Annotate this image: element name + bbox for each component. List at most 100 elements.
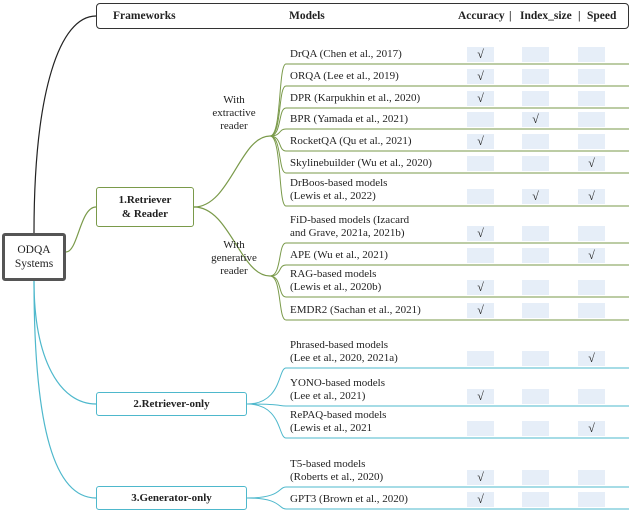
index-size-cell — [522, 303, 549, 318]
accuracy-cell: √ — [467, 47, 494, 62]
subgroup-label-line: With — [223, 239, 245, 251]
header-index-size: Index_size — [520, 10, 572, 22]
accuracy-cell — [467, 156, 494, 171]
model-label: GPT3 (Brown et al., 2020) — [290, 493, 408, 505]
accuracy-cell — [467, 112, 494, 127]
category-retriever-reader: 1.Retriever & Reader — [96, 187, 194, 227]
header-separator: | — [578, 10, 581, 22]
category-retriever-only: 2.Retriever-only — [96, 392, 247, 416]
header-bar: Frameworks Models Accuracy | Index_size … — [96, 3, 629, 29]
accuracy-cell: √ — [467, 389, 494, 404]
index-size-cell — [522, 69, 549, 84]
model-label: T5-based models (Roberts et al., 2020) — [290, 458, 384, 483]
subgroup-label-line: generative — [211, 252, 257, 264]
model-label: RePAQ-based models (Lewis et al., 2021 — [290, 409, 387, 434]
model-label: YONO-based models (Lee et al., 2021) — [290, 377, 386, 402]
subgroup-label-line: reader — [220, 265, 248, 277]
speed-cell: √ — [578, 189, 605, 204]
header-frameworks: Frameworks — [113, 10, 176, 22]
root-label-line: Systems — [14, 258, 54, 270]
model-label: Phrased-based models (Lee et al., 2020, … — [290, 339, 398, 364]
category-label-line: 1.Retriever — [118, 194, 172, 206]
accuracy-cell: √ — [467, 69, 494, 84]
speed-cell — [578, 112, 605, 127]
subgroup-extractive-reader: With extractive reader — [199, 94, 269, 133]
root-to-header-line — [33, 15, 97, 234]
accuracy-cell — [467, 421, 494, 436]
model-row-line — [269, 135, 629, 207]
speed-cell — [578, 470, 605, 485]
accuracy-cell: √ — [467, 134, 494, 149]
index-size-cell — [522, 280, 549, 295]
speed-cell: √ — [578, 351, 605, 366]
index-size-cell — [522, 134, 549, 149]
speed-cell — [578, 226, 605, 241]
accuracy-cell — [467, 351, 494, 366]
model-label: BPR (Yamada et al., 2021) — [290, 113, 409, 125]
speed-cell — [578, 492, 605, 507]
accuracy-cell — [467, 248, 494, 263]
model-row-line — [269, 128, 629, 137]
index-size-cell: √ — [522, 112, 549, 127]
index-size-cell: √ — [522, 189, 549, 204]
speed-cell — [578, 91, 605, 106]
speed-cell — [578, 69, 605, 84]
model-row-line — [269, 63, 629, 137]
model-row-line — [269, 242, 629, 277]
index-size-cell — [522, 91, 549, 106]
index-size-cell — [522, 47, 549, 62]
model-row-line — [269, 275, 629, 321]
model-label: FiD-based models (Izacard and Grave, 202… — [290, 214, 410, 239]
root-to-category-line — [65, 206, 97, 253]
model-label: RocketQA (Qu et al., 2021) — [290, 135, 412, 147]
index-size-cell — [522, 492, 549, 507]
accuracy-cell: √ — [467, 280, 494, 295]
subgroup-generative-reader: With generative reader — [199, 239, 269, 278]
speed-cell: √ — [578, 248, 605, 263]
index-size-cell — [522, 156, 549, 171]
category-label: 2.Retriever-only — [133, 398, 210, 410]
index-size-cell — [522, 351, 549, 366]
model-row-line — [269, 107, 629, 137]
speed-cell — [578, 134, 605, 149]
root-to-category-line — [33, 280, 97, 499]
category-label-line: & Reader — [121, 208, 169, 220]
category-generator-only: 3.Generator-only — [96, 486, 247, 510]
accuracy-cell: √ — [467, 303, 494, 318]
model-row-line — [246, 367, 629, 405]
header-accuracy: Accuracy — [458, 10, 505, 22]
speed-cell — [578, 389, 605, 404]
index-size-cell — [522, 248, 549, 263]
model-row-line — [269, 85, 629, 137]
index-size-cell — [522, 226, 549, 241]
category-to-subgroup-line — [193, 206, 271, 277]
accuracy-cell: √ — [467, 91, 494, 106]
model-label: ORQA (Lee et al., 2019) — [290, 70, 399, 82]
speed-cell — [578, 303, 605, 318]
speed-cell — [578, 280, 605, 295]
speed-cell — [578, 47, 605, 62]
subgroup-label-line: extractive — [212, 107, 256, 119]
index-size-cell — [522, 421, 549, 436]
subgroup-label-line: With — [223, 94, 245, 106]
model-label: DPR (Karpukhin et al., 2020) — [290, 92, 421, 104]
subgroup-label-line: reader — [220, 120, 248, 132]
speed-cell: √ — [578, 156, 605, 171]
model-label: RAG-based models (Lewis et al., 2020b) — [290, 268, 382, 293]
model-label: APE (Wu et al., 2021) — [290, 249, 388, 261]
model-row-line — [246, 497, 629, 510]
model-row-line — [246, 403, 629, 439]
model-row-line — [246, 403, 629, 407]
accuracy-cell: √ — [467, 470, 494, 485]
header-speed: Speed — [587, 10, 617, 22]
root-label-line: ODQA — [17, 244, 51, 256]
root-to-category-line — [33, 280, 97, 405]
model-label: Skylinebuilder (Wu et al., 2020) — [290, 157, 432, 169]
index-size-cell — [522, 389, 549, 404]
model-label: DrQA (Chen et al., 2017) — [290, 48, 402, 60]
header-separator: | — [509, 10, 512, 22]
accuracy-cell: √ — [467, 492, 494, 507]
model-label: DrBoos-based models (Lewis et al., 2022) — [290, 177, 388, 202]
model-row-line — [269, 264, 629, 277]
